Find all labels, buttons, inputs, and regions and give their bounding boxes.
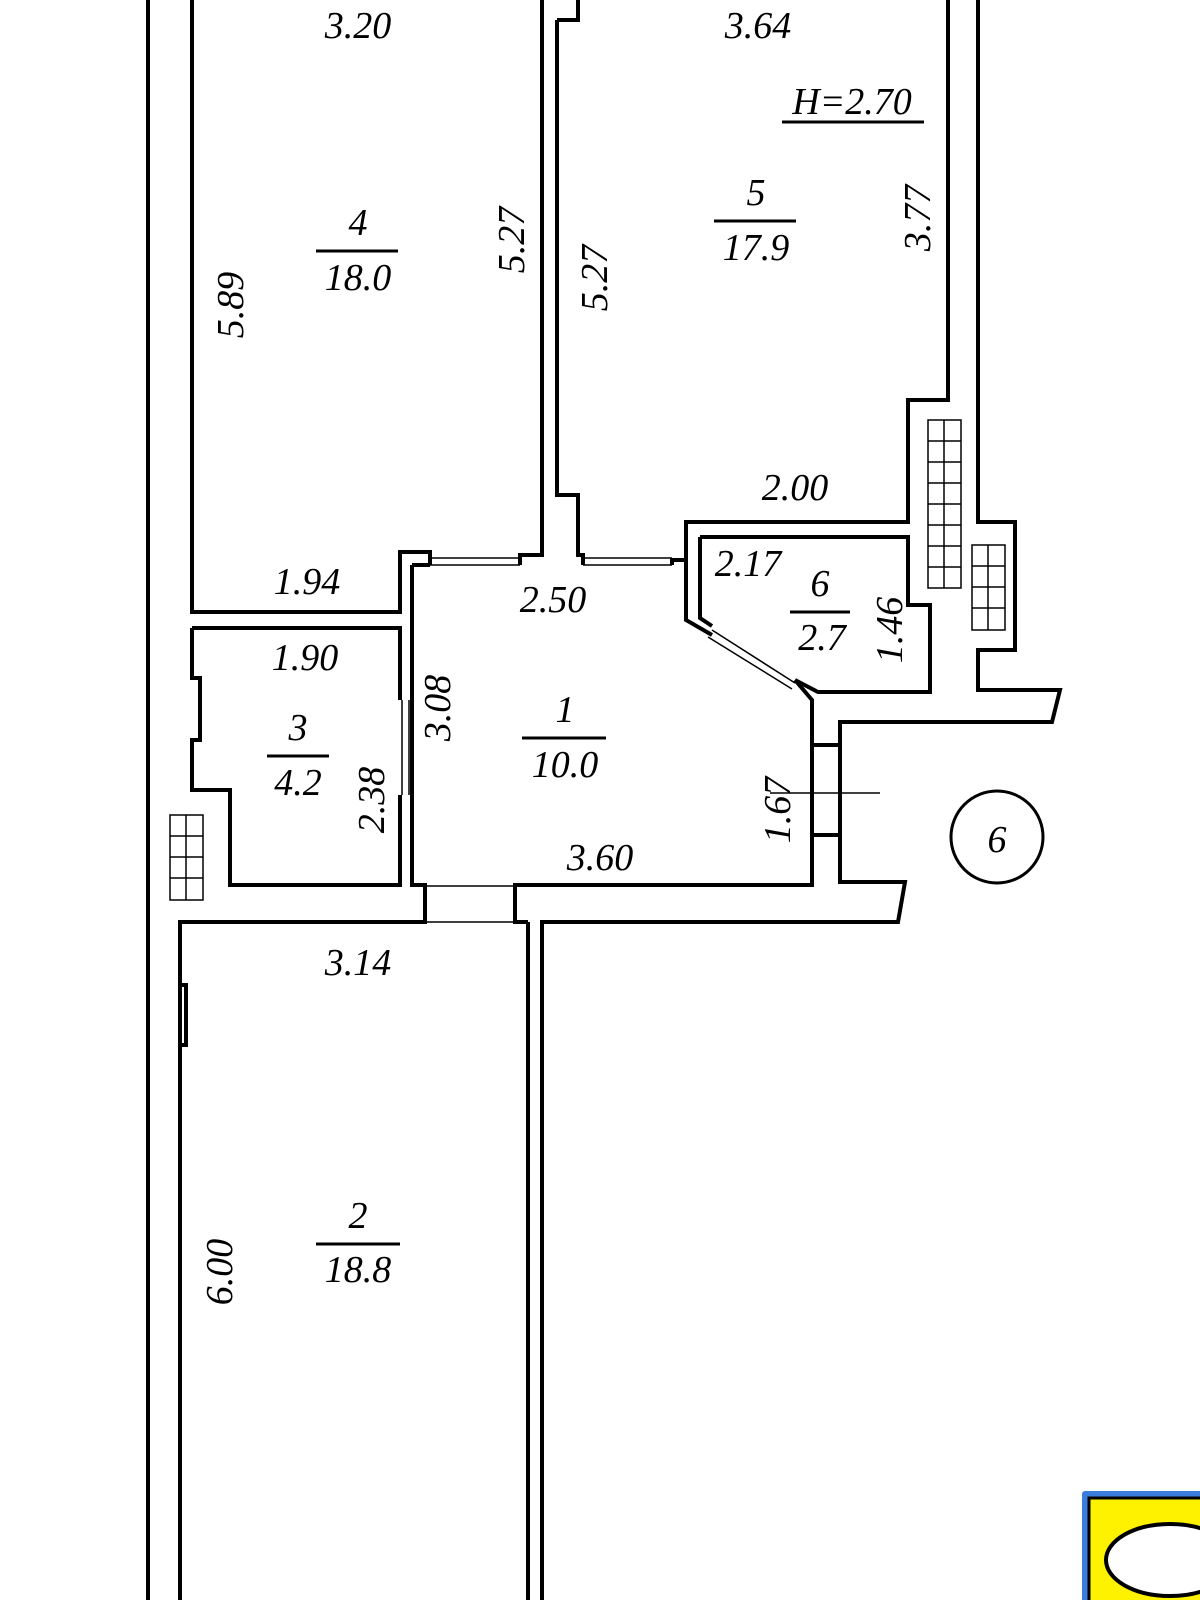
room-6-area: 2.7 xyxy=(798,617,848,659)
dim: 2.38 xyxy=(351,767,393,834)
dim: 2.17 xyxy=(715,543,784,585)
dim: 5.27 xyxy=(491,205,533,274)
windows-doors xyxy=(401,557,880,923)
badge-icon xyxy=(1082,1491,1200,1600)
radiators xyxy=(169,419,1006,901)
radiator-icon xyxy=(927,419,962,589)
room-3-area: 4.2 xyxy=(274,762,322,804)
radiator-icon xyxy=(971,544,1006,631)
dim: 5.89 xyxy=(210,272,252,339)
room-4-area: 18.0 xyxy=(325,257,392,299)
dim: 3.20 xyxy=(324,5,392,47)
room-3-number: 3 xyxy=(288,707,308,749)
room-5-area: 17.9 xyxy=(723,227,790,269)
room-labels: 1 10.0 2 18.8 3 4.2 4 18.0 5 17.9 6 2.7 … xyxy=(267,81,924,1291)
room-5-number: 5 xyxy=(747,172,766,214)
walls xyxy=(146,0,1063,1600)
section-marker-label: 6 xyxy=(988,819,1007,861)
dim: 1.67 xyxy=(757,775,799,844)
dim: 1.46 xyxy=(869,597,911,664)
room-4-number: 4 xyxy=(349,202,368,244)
dim: 6.00 xyxy=(199,1239,241,1306)
dim: 3.64 xyxy=(724,5,792,47)
room-2-area: 18.8 xyxy=(325,1249,392,1291)
room-1-area: 10.0 xyxy=(532,744,599,786)
section-marker: 6 xyxy=(949,789,1045,885)
room-1-number: 1 xyxy=(556,689,575,731)
dimension-labels: 3.20 3.64 5.89 5.27 5.27 3.77 2.00 1.94 … xyxy=(199,5,939,1305)
dim: 2.50 xyxy=(520,579,587,621)
dim: 3.08 xyxy=(417,675,459,743)
ceiling-height: H=2.70 xyxy=(791,81,912,123)
dim: 5.27 xyxy=(574,243,616,312)
dim: 3.60 xyxy=(566,837,634,879)
dim: 1.90 xyxy=(272,637,339,679)
dim: 3.77 xyxy=(897,183,939,253)
room-6-number: 6 xyxy=(811,563,830,605)
radiator-icon xyxy=(169,814,204,901)
dim: 3.14 xyxy=(324,942,392,984)
dim: 2.00 xyxy=(762,467,829,509)
dim: 1.94 xyxy=(274,561,341,603)
room-2-number: 2 xyxy=(349,1195,368,1237)
